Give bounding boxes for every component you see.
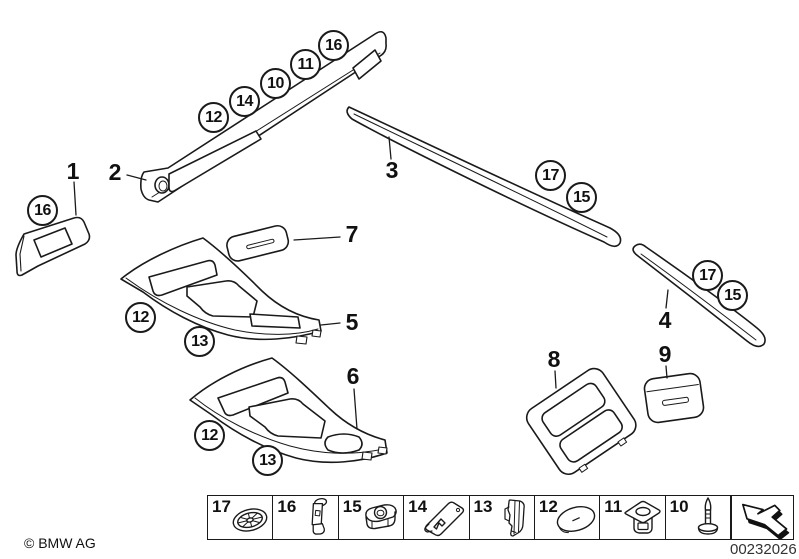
dashboard-trim-strip-drawing (140, 30, 387, 203)
trim-cover-drawing (226, 224, 290, 262)
direction-of-travel-arrow-icon (741, 503, 789, 539)
oval-clip-icon (557, 506, 596, 534)
legend-cell-label: 17 (212, 497, 231, 516)
legend-cell-label: 11 (604, 497, 623, 516)
legend-cell-16[interactable]: 16 (273, 496, 339, 539)
part-label-8[interactable]: 8 (547, 346, 561, 372)
glove-box-trim-drawing (15, 216, 91, 277)
legend-cell-label: 14 (408, 497, 428, 516)
legend-cell-label: 13 (473, 497, 493, 516)
rear-door-trim-strip-drawing (632, 243, 766, 348)
part-label-4[interactable]: 4 (658, 307, 672, 333)
direction-arrow-box[interactable] (731, 495, 794, 540)
legend-cell-15[interactable]: 15 (339, 496, 405, 539)
callout-12-console[interactable]: 12 (125, 302, 156, 333)
captive-nut-icon (623, 500, 661, 534)
callout-13-console-alt[interactable]: 13 (252, 445, 283, 476)
part-label-1[interactable]: 1 (66, 158, 80, 184)
part-label-9[interactable]: 9 (658, 341, 672, 367)
legend-cell-13[interactable]: 13 (470, 496, 535, 539)
rear-console-frame-drawing (525, 367, 637, 476)
front-door-trim-strip-drawing (346, 106, 622, 248)
callout-17-door-front[interactable]: 17 (535, 160, 566, 191)
slotted-cover-drawing (643, 372, 705, 424)
callout-10[interactable]: 10 (260, 68, 291, 99)
legend-cell-17[interactable]: 17 (208, 496, 274, 539)
grommet-nut-icon (365, 504, 397, 530)
image-number: 00232026 (730, 541, 797, 558)
legend-cell-label: 16 (277, 497, 297, 516)
callout-17-door-rear[interactable]: 17 (692, 260, 723, 291)
legend-cell-label: 12 (538, 497, 558, 516)
retaining-clip-icon (311, 498, 327, 535)
center-console-trim-alt-drawing (189, 357, 388, 464)
part-label-5[interactable]: 5 (345, 309, 359, 335)
legend-cell-label: 15 (342, 497, 362, 516)
part-label-2[interactable]: 2 (108, 159, 122, 185)
copyright-text: © BMW AG (24, 535, 96, 551)
spring-clip-icon (423, 501, 464, 537)
callout-11[interactable]: 11 (290, 49, 321, 80)
folded-clip-icon (504, 499, 525, 537)
leader-lines (73, 136, 669, 430)
legend-cell-10[interactable]: 10 (666, 496, 730, 539)
part-label-3[interactable]: 3 (385, 157, 399, 183)
callout-12[interactable]: 12 (198, 102, 229, 133)
legend-cell-label: 10 (669, 497, 689, 516)
legend-cell-11[interactable]: 11 (600, 496, 666, 539)
callout-15-door-rear[interactable]: 15 (717, 280, 748, 311)
speed-nut-icon (232, 508, 268, 532)
callout-16[interactable]: 16 (318, 30, 349, 61)
part-label-7[interactable]: 7 (345, 221, 359, 247)
callout-15-door-front[interactable]: 15 (566, 182, 597, 213)
callout-14[interactable]: 14 (229, 86, 260, 117)
expansion-pin-icon (697, 497, 719, 535)
callout-13-console[interactable]: 13 (184, 326, 215, 357)
fastener-legend: 17 16 15 (207, 495, 731, 540)
center-console-trim-drawing (120, 237, 322, 345)
legend-cell-12[interactable]: 12 (535, 496, 601, 539)
legend-cell-14[interactable]: 14 (404, 496, 470, 539)
part-label-6[interactable]: 6 (346, 363, 360, 389)
callout-12-console-alt[interactable]: 12 (194, 420, 225, 451)
callout-16-left[interactable]: 16 (27, 195, 58, 226)
